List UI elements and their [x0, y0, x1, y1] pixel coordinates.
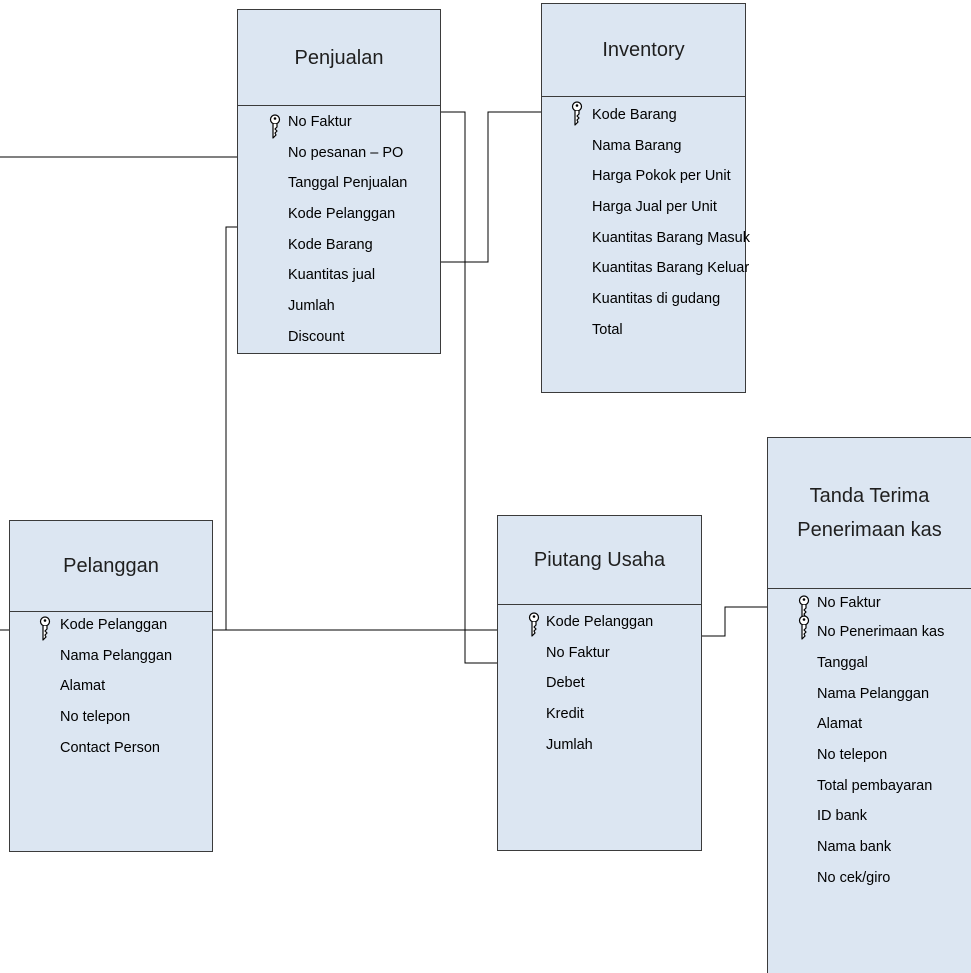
attribute: Debet — [546, 675, 585, 692]
attribute: Kode Pelanggan — [288, 206, 396, 223]
connector-piutang-tandaterima — [702, 606, 767, 637]
attribute: Kode Pelanggan — [546, 614, 654, 630]
entity-penjualan: Penjualan No Faktur No pesanan – PO Tang… — [237, 9, 441, 354]
attribute: Kuantitas jual — [288, 267, 376, 284]
primary-key-icon — [527, 612, 541, 638]
attribute: Contact Person — [60, 739, 160, 756]
entity-title: Inventory — [542, 4, 745, 97]
attribute: Jumlah — [546, 736, 593, 753]
primary-key-icon — [797, 615, 811, 641]
attribute: No pesanan – PO — [288, 144, 404, 161]
primary-key-icon — [38, 616, 52, 642]
attribute-list: Kode Barang Nama Barang Harga Pokok per … — [542, 97, 750, 346]
entity-title: Tanda Terima Penerimaan kas — [768, 438, 971, 589]
attribute: Nama Pelanggan — [817, 685, 930, 702]
connector-penjualan-piutang — [441, 111, 497, 664]
attribute: Alamat — [60, 678, 106, 695]
entity-pelanggan: Pelanggan Kode Pelanggan Nama Pelanggan … — [9, 520, 213, 852]
attribute: Discount — [288, 328, 345, 345]
attribute: Nama Pelanggan — [60, 647, 173, 664]
entity-title: Piutang Usaha — [498, 516, 701, 605]
attribute: Tanggal Penjualan — [288, 175, 408, 192]
attribute: Jumlah — [288, 298, 335, 315]
attribute-list: No Faktur No pesanan – PO Tanggal Penjua… — [238, 106, 440, 353]
attribute: Nama Barang — [592, 137, 682, 154]
attribute: Harga Pokok per Unit — [592, 168, 731, 185]
entity-title: Pelanggan — [10, 521, 212, 612]
attribute: No Penerimaan kas — [817, 624, 945, 640]
attribute: No Faktur — [288, 114, 352, 130]
attribute: No telepon — [60, 709, 131, 726]
attribute: No Faktur — [546, 644, 610, 661]
attribute: Kuantitas Barang Masuk — [592, 229, 750, 246]
attribute: Harga Jual per Unit — [592, 199, 717, 216]
attribute-list: Kode Pelanggan No Faktur Debet Kredit Ju… — [498, 605, 701, 760]
attribute: Kode Barang — [288, 236, 373, 253]
entity-title: Penjualan — [238, 10, 440, 106]
attribute: Total pembayaran — [817, 777, 933, 794]
attribute: Kuantitas Barang Keluar — [592, 260, 750, 277]
attribute: Tanggal — [817, 655, 868, 671]
attribute: Total — [592, 321, 623, 338]
attribute: No cek/giro — [817, 869, 891, 886]
attribute: No Faktur — [817, 595, 881, 611]
connector-pelanggan-penjualan — [213, 226, 237, 631]
attribute-list: No Faktur No Penerimaan kas Tanggal Nama… — [768, 589, 971, 894]
primary-key-icon — [268, 114, 282, 140]
attribute: No telepon — [817, 747, 888, 764]
attribute: ID bank — [817, 808, 867, 825]
attribute-list: Kode Pelanggan Nama Pelanggan Alamat No … — [10, 610, 212, 763]
attribute: Kredit — [546, 706, 584, 723]
entity-piutang-usaha: Piutang Usaha Kode Pelanggan No Faktur D… — [497, 515, 702, 851]
attribute: Alamat — [817, 716, 863, 733]
attribute: Kode Pelanggan — [60, 617, 168, 633]
attribute: Kode Barang — [592, 107, 677, 123]
attribute: Nama bank — [817, 839, 892, 856]
entity-inventory: Inventory Kode Barang Nama Barang Harga … — [541, 3, 750, 393]
entity-tanda-terima-penerimaan-kas: Tanda Terima Penerimaan kas No Faktur No… — [767, 437, 971, 973]
primary-key-icon — [570, 101, 584, 127]
connector-penjualan-inventory — [441, 111, 541, 263]
attribute: Kuantitas di gudang — [592, 291, 721, 308]
